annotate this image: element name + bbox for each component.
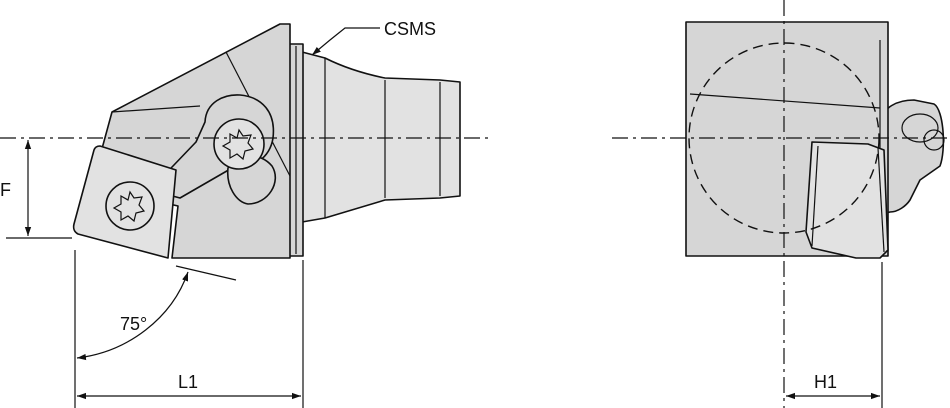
torx-screw-icon <box>105 181 155 231</box>
insert-front <box>805 141 889 259</box>
shank-body <box>301 51 461 223</box>
torx-screw-icon <box>213 118 265 170</box>
h1-dimension-label: H1 <box>814 372 837 392</box>
csms-label: CSMS <box>384 19 436 39</box>
side-view: CSMS F L1 75° <box>0 19 488 408</box>
f-dimension-label: F <box>0 180 11 200</box>
front-view: H1 <box>612 0 950 408</box>
l1-dimension-label: L1 <box>178 372 198 392</box>
angle-label: 75° <box>120 314 147 334</box>
clamp-side <box>879 99 945 215</box>
